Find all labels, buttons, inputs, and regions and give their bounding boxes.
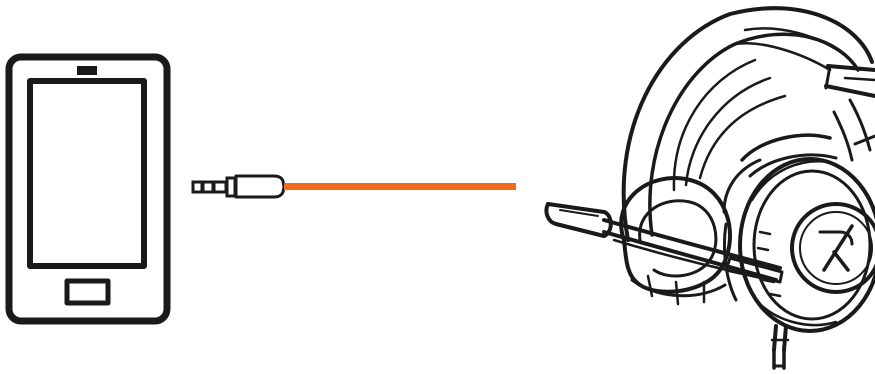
earpiece [77,66,97,75]
gaming-headset-icon [544,6,875,370]
audio-jack-icon [191,174,286,199]
orange-cable [284,183,516,190]
logo-plate [799,211,873,285]
smartphone-icon [5,53,171,325]
